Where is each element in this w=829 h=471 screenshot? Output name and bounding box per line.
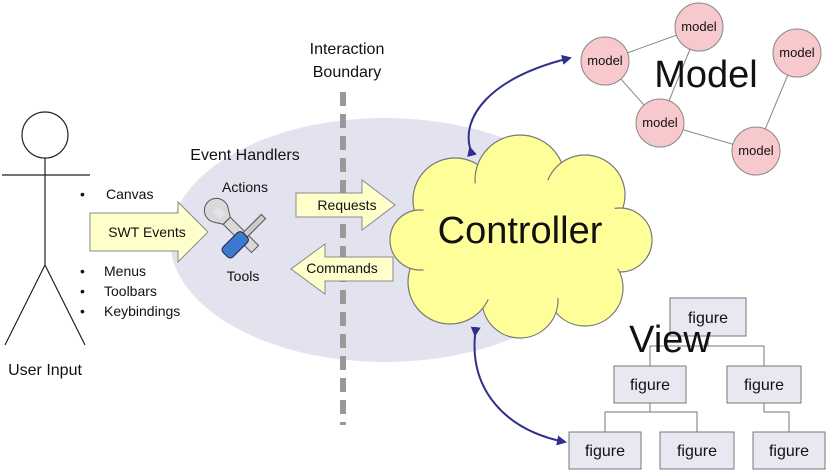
bullet-keybindings: Keybindings <box>104 303 180 319</box>
model-node: model <box>674 2 724 52</box>
svg-text:model: model <box>779 45 815 60</box>
bullet-canvas: Canvas <box>106 186 153 202</box>
bullet-menus: Menus <box>104 263 146 279</box>
bullet-marker: • <box>80 303 85 319</box>
commands-arrow <box>290 243 394 295</box>
controller-cloud <box>389 134 653 339</box>
svg-text:model: model <box>738 143 774 158</box>
figure-box: figure <box>613 365 687 404</box>
figure-box: figure <box>726 365 802 404</box>
figure-box: figure <box>752 431 826 470</box>
view-tree-edges <box>604 336 790 432</box>
view-figures: figure figure figure figure figure figur… <box>568 297 826 470</box>
actions-label: Actions <box>222 179 268 195</box>
boundary-label-line1: Interaction <box>310 41 385 58</box>
swt-events-arrow <box>89 200 209 264</box>
user-input-label: User Input <box>8 362 82 379</box>
controller-view-arrow <box>470 326 567 446</box>
svg-text:model: model <box>681 19 717 34</box>
controller-model-arrow <box>467 55 572 158</box>
svg-text:figure: figure <box>688 310 728 327</box>
controller-label: Controller <box>438 210 603 252</box>
svg-text:model: model <box>587 53 623 68</box>
figure-box: figure <box>669 297 747 337</box>
boundary-label-line2: Boundary <box>313 64 382 81</box>
swt-events-label: SWT Events <box>108 224 186 240</box>
model-node: model <box>731 126 781 176</box>
requests-arrow <box>295 178 396 232</box>
model-node: model <box>635 98 685 148</box>
input-bullet-list-top: • Canvas <box>80 186 153 202</box>
svg-text:figure: figure <box>630 377 670 394</box>
svg-text:model: model <box>642 115 678 130</box>
model-title: Model <box>654 54 758 96</box>
event-handlers-title: Event Handlers <box>190 147 299 164</box>
figure-box: figure <box>659 431 735 470</box>
input-bullet-list-bottom: • Menus • Toolbars • Keybindings <box>80 263 180 319</box>
tools-label: Tools <box>227 268 260 284</box>
view-title: View <box>629 319 711 361</box>
bullet-marker: • <box>80 263 85 279</box>
bullet-marker: • <box>80 186 85 202</box>
bullet-toolbars: Toolbars <box>104 283 157 299</box>
requests-label: Requests <box>317 197 376 213</box>
user-stick-figure <box>2 111 90 346</box>
model-node: model <box>580 36 630 86</box>
svg-text:figure: figure <box>585 443 625 460</box>
svg-text:figure: figure <box>744 377 784 394</box>
bullet-marker: • <box>80 283 85 299</box>
model-nodes: model model model model model <box>580 2 822 176</box>
tools-icon <box>203 197 267 259</box>
svg-text:figure: figure <box>769 443 809 460</box>
commands-label: Commands <box>306 260 378 276</box>
model-node: model <box>772 28 822 78</box>
figure-box: figure <box>568 431 642 470</box>
svg-text:figure: figure <box>677 443 717 460</box>
